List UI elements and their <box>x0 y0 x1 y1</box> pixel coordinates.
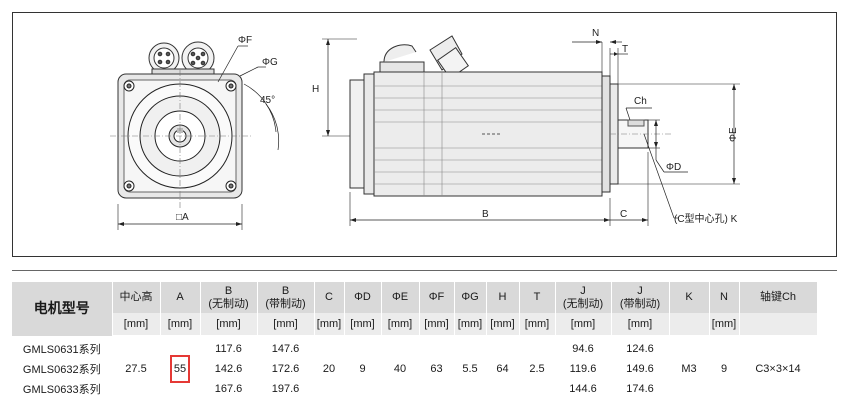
b-brake-value: 197.6 <box>257 379 315 399</box>
col-a: A <box>160 282 201 313</box>
j-no-brake-value: 119.6 <box>555 359 612 379</box>
col-h: H <box>486 282 520 313</box>
label-angle: 45° <box>260 95 275 106</box>
col-c: C <box>314 282 345 313</box>
unit-cell <box>739 313 818 336</box>
unit-cell: [mm] <box>519 313 556 336</box>
col-b-no-brake: B(无制动) <box>200 282 258 313</box>
d-value: 9 <box>344 335 382 399</box>
col-e: ΦE <box>381 282 420 313</box>
units-row: [mm] [mm] [mm] [mm] [mm] [mm] [mm] [mm] … <box>12 313 818 336</box>
unit-cell: [mm] <box>454 313 487 336</box>
center-height-value: 27.5 <box>112 335 161 399</box>
col-key-ch: 轴键Ch <box>739 282 818 313</box>
unit-cell <box>669 313 710 336</box>
label-phi-d: ΦD <box>666 162 681 173</box>
col-j-brake: J(带制动) <box>611 282 670 313</box>
j-brake-value: 174.6 <box>611 379 670 399</box>
side-view <box>322 35 740 226</box>
label-center-hole: (C型中心孔) K <box>674 212 738 225</box>
unit-cell: [mm] <box>314 313 345 336</box>
j-brake-value: 124.6 <box>611 335 670 359</box>
key-ch-value: C3×3×14 <box>739 335 818 399</box>
col-center-height: 中心高 <box>112 282 161 313</box>
unit-cell: [mm] <box>611 313 670 336</box>
col-f: ΦF <box>419 282 455 313</box>
motor-dimension-drawing: ΦF ΦG 45° □A <box>12 12 837 257</box>
a-value: 55 <box>160 335 201 399</box>
connector-icon <box>148 41 215 76</box>
col-k: K <box>669 282 710 313</box>
spec-table: 电机型号 中心高 A B(无制动) B(带制动) C ΦD ΦE ΦF ΦG H… <box>12 282 818 399</box>
n-value: 9 <box>709 335 740 399</box>
unit-cell: [mm] <box>200 313 258 336</box>
t-value: 2.5 <box>519 335 556 399</box>
col-t: T <box>519 282 556 313</box>
unit-cell: [mm] <box>381 313 420 336</box>
front-view <box>110 41 279 230</box>
label-phi-e: ΦE <box>728 127 739 142</box>
h-value: 64 <box>486 335 520 399</box>
col-n: N <box>709 282 740 313</box>
model-header: 电机型号 <box>12 282 113 336</box>
label-phi-g: ΦG <box>262 57 278 68</box>
model-name: GMLS0632系列 <box>12 359 113 379</box>
b-brake-value: 172.6 <box>257 359 315 379</box>
model-name: GMLS0631系列 <box>12 335 113 359</box>
label-square-a: □A <box>176 212 189 223</box>
e-value: 40 <box>381 335 420 399</box>
unit-cell: [mm] <box>112 313 161 336</box>
k-value: M3 <box>669 335 710 399</box>
j-brake-value: 149.6 <box>611 359 670 379</box>
c-value: 20 <box>314 335 345 399</box>
header-row: 电机型号 中心高 A B(无制动) B(带制动) C ΦD ΦE ΦF ΦG H… <box>12 282 818 336</box>
col-d: ΦD <box>344 282 382 313</box>
label-b: B <box>482 209 489 220</box>
col-j-no-brake: J(无制动) <box>555 282 612 313</box>
unit-cell: [mm] <box>419 313 455 336</box>
table-row: GMLS0632系列 142.6 172.6 119.6 149.6 <box>12 359 817 379</box>
b-no-brake-value: 167.6 <box>200 379 258 399</box>
table-row: GMLS0633系列 167.6 197.6 144.6 174.6 <box>12 379 817 399</box>
label-ch: Ch <box>634 96 647 107</box>
drawing-frame <box>12 12 837 257</box>
f-value: 63 <box>419 335 455 399</box>
b-no-brake-value: 117.6 <box>200 335 258 359</box>
unit-cell: [mm] <box>257 313 315 336</box>
unit-cell: [mm] <box>344 313 382 336</box>
separator-line <box>12 270 837 271</box>
label-n: N <box>592 28 599 39</box>
highlighted-a-value: 55 <box>169 355 191 383</box>
j-no-brake-value: 144.6 <box>555 379 612 399</box>
col-b-brake: B(带制动) <box>257 282 315 313</box>
unit-cell: [mm] <box>709 313 740 336</box>
j-no-brake-value: 94.6 <box>555 335 612 359</box>
b-no-brake-value: 142.6 <box>200 359 258 379</box>
label-t: T <box>622 44 628 55</box>
unit-cell: [mm] <box>486 313 520 336</box>
g-value: 5.5 <box>454 335 487 399</box>
label-phi-f: ΦF <box>238 35 252 46</box>
unit-cell: [mm] <box>555 313 612 336</box>
table-row: GMLS0631系列 27.5 55 117.6 147.6 20 9 40 6… <box>12 335 818 399</box>
model-name: GMLS0633系列 <box>12 379 113 399</box>
label-h: H <box>312 84 319 95</box>
unit-cell: [mm] <box>160 313 201 336</box>
b-brake-value: 147.6 <box>257 335 315 359</box>
label-c: C <box>620 209 627 220</box>
col-g: ΦG <box>454 282 487 313</box>
